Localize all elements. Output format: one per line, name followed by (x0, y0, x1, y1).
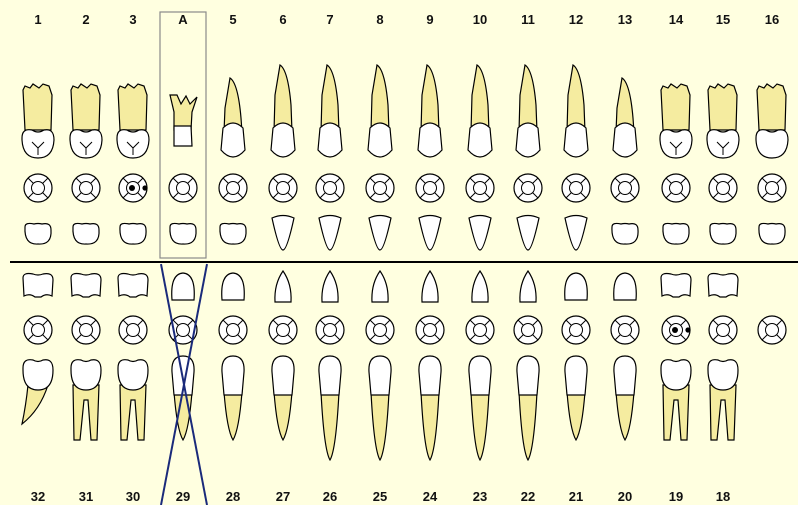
upper-tooth-8[interactable]: 8 (358, 10, 402, 260)
upper-tooth-6[interactable]: 6 (261, 10, 305, 260)
tooth-hit-area[interactable] (654, 10, 698, 260)
tooth-hit-area[interactable] (111, 10, 155, 260)
tooth-hit-area[interactable] (161, 10, 205, 260)
tooth-hit-area[interactable] (308, 265, 352, 505)
upper-tooth-14[interactable]: 14 (654, 10, 698, 260)
tooth-hit-area[interactable] (358, 10, 402, 260)
tooth-hit-area[interactable] (261, 265, 305, 505)
tooth-hit-area[interactable] (750, 10, 794, 260)
upper-tooth-15[interactable]: 15 (701, 10, 745, 260)
lower-tooth-26[interactable]: 26 (308, 265, 352, 505)
tooth-hit-area[interactable] (211, 10, 255, 260)
tooth-hit-area[interactable] (458, 265, 502, 505)
lower-tooth-30[interactable]: 30 (111, 265, 155, 505)
tooth-hit-area[interactable] (64, 265, 108, 505)
tooth-hit-area[interactable] (458, 10, 502, 260)
upper-tooth-A[interactable]: A (161, 10, 205, 260)
lower-tooth-23[interactable]: 23 (458, 265, 502, 505)
upper-tooth-7[interactable]: 7 (308, 10, 352, 260)
tooth-hit-area[interactable] (64, 10, 108, 260)
tooth-hit-area[interactable] (308, 10, 352, 260)
lower-tooth-25[interactable]: 25 (358, 265, 402, 505)
lower-tooth-32[interactable]: 32 (16, 265, 60, 505)
lower-tooth-20[interactable]: 20 (603, 265, 647, 505)
lower-tooth-19[interactable]: 19 (654, 265, 698, 505)
tooth-hit-area[interactable] (603, 10, 647, 260)
upper-tooth-2[interactable]: 2 (64, 10, 108, 260)
tooth-hit-area[interactable] (111, 265, 155, 505)
upper-tooth-10[interactable]: 10 (458, 10, 502, 260)
tooth-hit-area[interactable] (261, 10, 305, 260)
upper-tooth-13[interactable]: 13 (603, 10, 647, 260)
tooth-hit-area[interactable] (701, 10, 745, 260)
lower-tooth-28[interactable]: 28 (211, 265, 255, 505)
tooth-hit-area[interactable] (506, 265, 550, 505)
upper-tooth-5[interactable]: 5 (211, 10, 255, 260)
upper-tooth-1[interactable]: 1 (16, 10, 60, 260)
upper-tooth-16[interactable]: 16 (750, 10, 794, 260)
tooth-hit-area[interactable] (408, 265, 452, 505)
tooth-hit-area[interactable] (358, 265, 402, 505)
tooth-hit-area[interactable] (16, 265, 60, 505)
tooth-hit-area[interactable] (554, 10, 598, 260)
lower-tooth-27[interactable]: 27 (261, 265, 305, 505)
occlusal-surface-extra[interactable] (758, 316, 786, 344)
tooth-hit-area[interactable] (506, 10, 550, 260)
lower-tooth-21[interactable]: 21 (554, 265, 598, 505)
lower-tooth-18[interactable]: 18 (701, 265, 745, 505)
upper-tooth-11[interactable]: 11 (506, 10, 550, 260)
tooth-hit-area[interactable] (16, 10, 60, 260)
upper-tooth-9[interactable]: 9 (408, 10, 452, 260)
lower-tooth-22[interactable]: 22 (506, 265, 550, 505)
lower-tooth-24[interactable]: 24 (408, 265, 452, 505)
upper-tooth-12[interactable]: 12 (554, 10, 598, 260)
tooth-hit-area[interactable] (654, 265, 698, 505)
tooth-hit-area[interactable] (554, 265, 598, 505)
tooth-hit-area[interactable] (603, 265, 647, 505)
tooth-hit-area[interactable] (701, 265, 745, 505)
upper-tooth-3[interactable]: 3 (111, 10, 155, 260)
tooth-hit-area[interactable] (211, 265, 255, 505)
lower-tooth-31[interactable]: 31 (64, 265, 108, 505)
tooth-hit-area[interactable] (408, 10, 452, 260)
